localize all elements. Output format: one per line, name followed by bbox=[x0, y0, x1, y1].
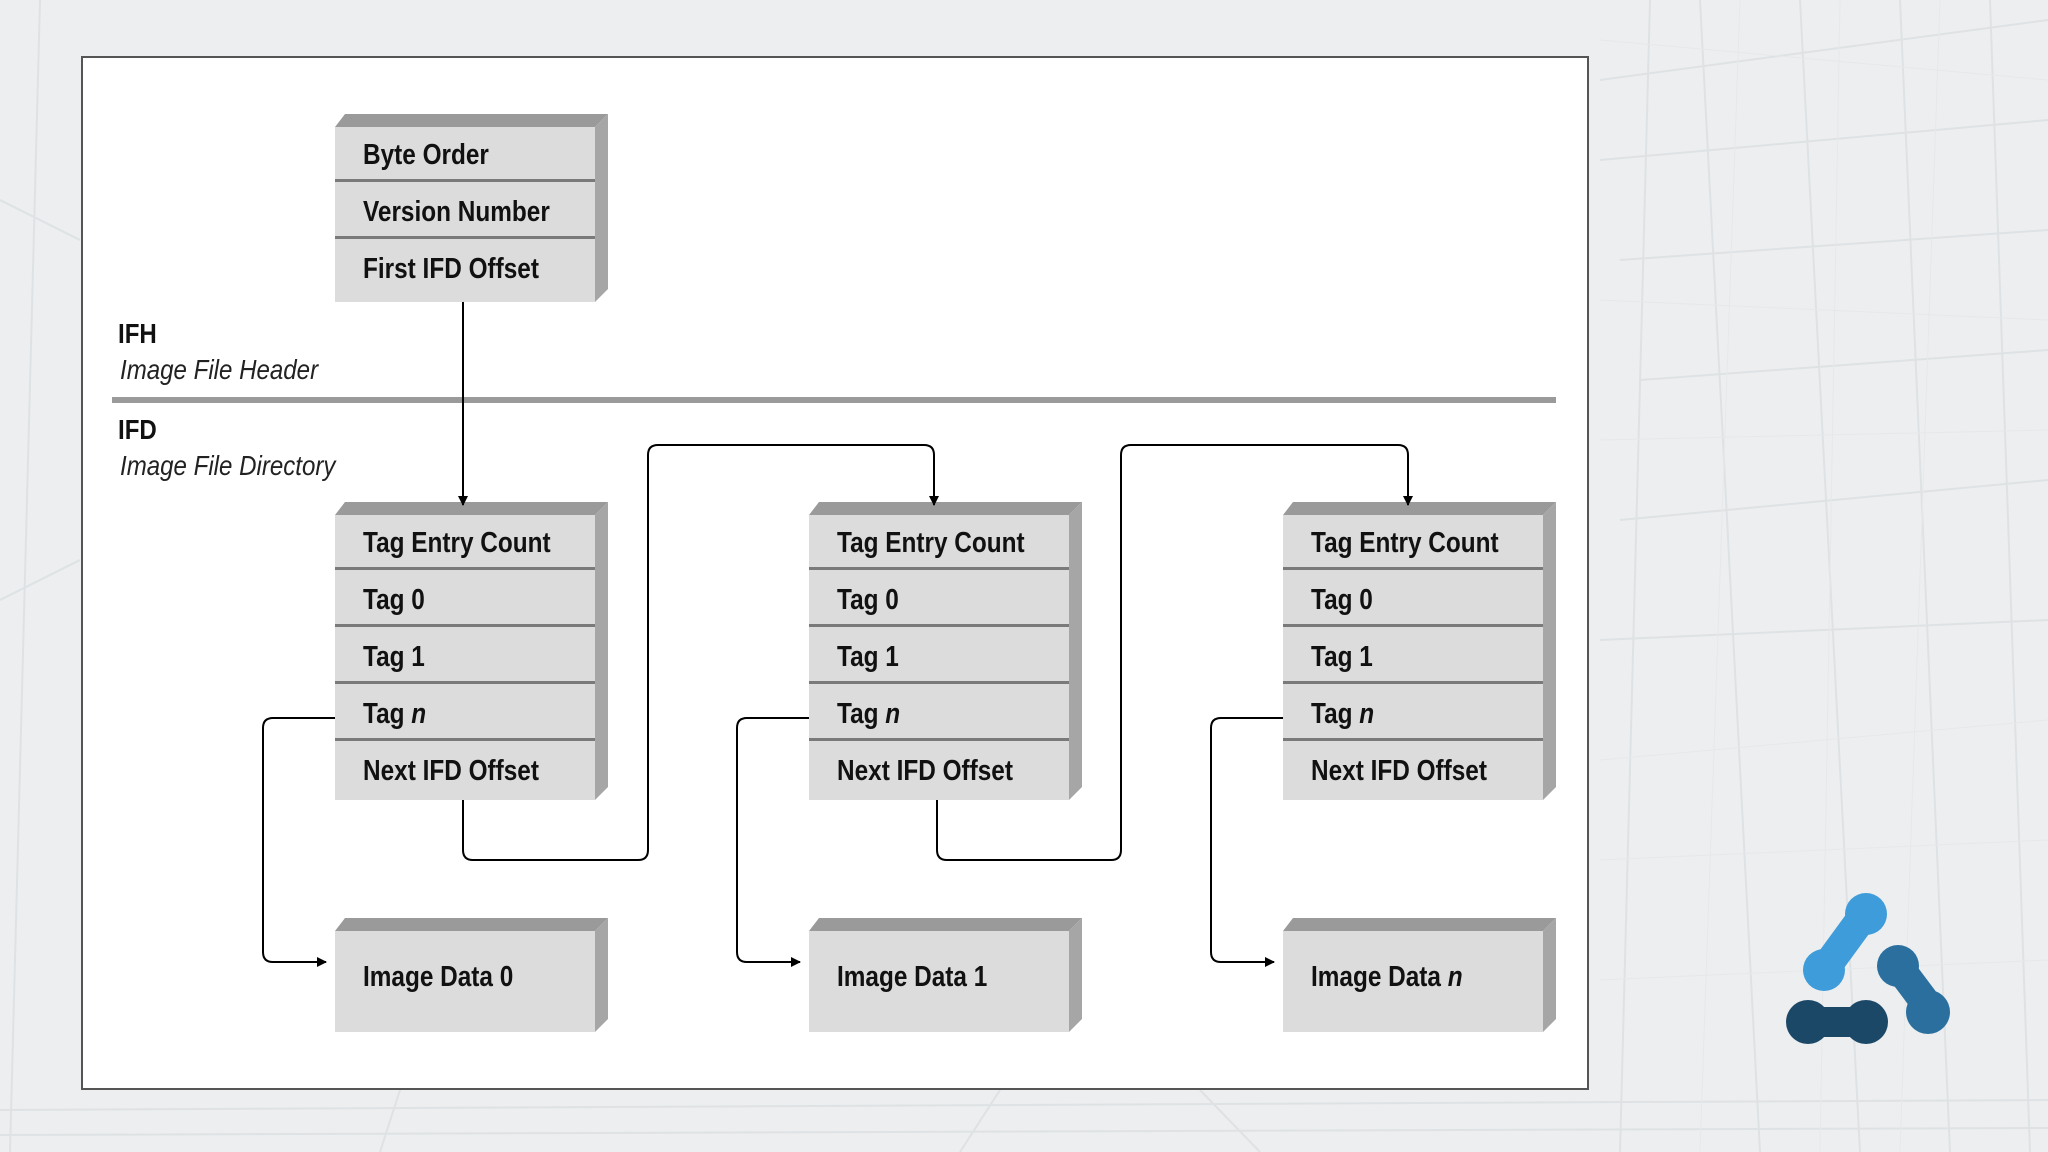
arrow-tagn-imagen bbox=[1210, 717, 1283, 967]
header-row-byte-order: Byte Order bbox=[335, 127, 595, 182]
arrow-tagn-image1 bbox=[736, 717, 809, 967]
ifd-1-row-0: Tag Entry Count bbox=[809, 515, 1069, 570]
ifd-0-row-0: Tag Entry Count bbox=[335, 515, 595, 570]
ifd-row-label: Tag 0 bbox=[1311, 584, 1373, 616]
ifd-1-row-2: Tag 1 bbox=[809, 629, 1069, 684]
ifh-subtitle: Image File Header bbox=[120, 354, 319, 385]
image-data-label: Image Data 1 bbox=[837, 961, 988, 993]
ifd-row-label: Next IFD Offset bbox=[363, 755, 539, 787]
image-data-label: Image Data n bbox=[1311, 961, 1463, 993]
ifd-subtitle: Image File Directory bbox=[120, 450, 336, 481]
arrow-ifd1-to-ifd2 bbox=[936, 444, 1413, 861]
ifd-row-label: Tag Entry Count bbox=[1311, 527, 1499, 559]
ifd-row-label: Tag 0 bbox=[363, 584, 425, 616]
ifd-2-row-1: Tag 0 bbox=[1283, 572, 1543, 627]
ifd-0-row-2: Tag 1 bbox=[335, 629, 595, 684]
ifd-2-row-4: Next IFD Offset bbox=[1283, 743, 1543, 798]
ifd-row-label: Tag n bbox=[837, 698, 901, 730]
ifd-row-label: Next IFD Offset bbox=[1311, 755, 1487, 787]
image-data-box-0: Image Data 0 bbox=[335, 918, 608, 1032]
header-row-first-ifd: First IFD Offset bbox=[363, 253, 539, 285]
ifd-1-row-4: Next IFD Offset bbox=[809, 743, 1069, 798]
ifd-row-label: Tag n bbox=[363, 698, 427, 730]
brand-logo bbox=[1786, 893, 1950, 1044]
ifd-row-label: Tag n bbox=[1311, 698, 1375, 730]
ifd-0-row-1: Tag 0 bbox=[335, 572, 595, 627]
ifd-0-row-3: Tag n bbox=[335, 686, 595, 741]
ifd-row-label: Next IFD Offset bbox=[837, 755, 1013, 787]
arrow-tagn-image0 bbox=[262, 717, 335, 967]
ifd-1-row-1: Tag 0 bbox=[809, 572, 1069, 627]
ifd-2-row-3: Tag n bbox=[1283, 686, 1543, 741]
header-row-version: Version Number bbox=[335, 184, 595, 239]
ifd-1-row-3: Tag n bbox=[809, 686, 1069, 741]
image-data-box-2: Image Data n bbox=[1283, 918, 1556, 1032]
ifd-row-label: Tag Entry Count bbox=[837, 527, 1025, 559]
ifd-row-label: Tag 1 bbox=[837, 641, 899, 673]
ifd-title: IFD bbox=[118, 414, 157, 445]
arrow-ifd0-to-ifd1 bbox=[462, 444, 939, 861]
ifd-row-label: Tag 0 bbox=[837, 584, 899, 616]
section-divider bbox=[112, 397, 1556, 403]
ifd-0-row-4: Next IFD Offset bbox=[335, 743, 595, 798]
ifd-row-label: Tag 1 bbox=[1311, 641, 1373, 673]
header-box: Byte Order Version Number First IFD Offs… bbox=[335, 114, 608, 302]
ifd-2-row-2: Tag 1 bbox=[1283, 629, 1543, 684]
image-data-label: Image Data 0 bbox=[363, 961, 514, 993]
ifd-row-label: Tag Entry Count bbox=[363, 527, 551, 559]
ifh-title: IFH bbox=[118, 318, 157, 349]
image-data-box-1: Image Data 1 bbox=[809, 918, 1082, 1032]
ifd-row-label: Tag 1 bbox=[363, 641, 425, 673]
ifd-2-row-0: Tag Entry Count bbox=[1283, 515, 1543, 570]
